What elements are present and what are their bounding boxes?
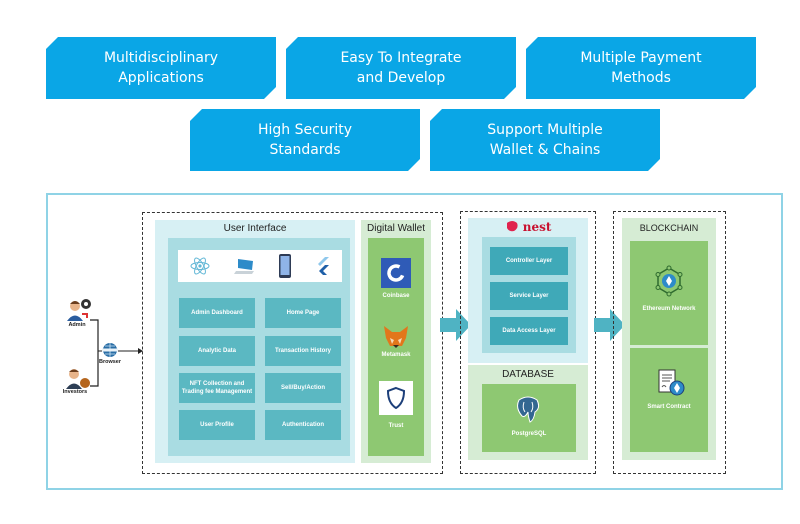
investors-label: Investors <box>62 389 88 395</box>
module-home-page: Home Page <box>265 298 341 328</box>
module-analytic-data: Analytic Data <box>179 336 255 366</box>
postgresql-label: PostgreSQL <box>511 431 547 437</box>
actor-connector <box>90 319 143 387</box>
module-user-profile: User Profile <box>179 410 255 440</box>
coinbase-icon <box>381 258 411 288</box>
feature-line: Multidisciplinary <box>103 50 219 66</box>
flutter-icon <box>317 257 329 275</box>
tech-stack-strip <box>178 250 342 282</box>
architecture-frame <box>46 193 783 490</box>
admin-label: Admin <box>68 322 86 328</box>
feature-line: Methods <box>611 70 671 86</box>
service-layer: Service Layer <box>490 282 568 310</box>
ethereum-network-icon <box>655 265 683 297</box>
browser-globe-icon <box>102 343 118 357</box>
feature-easy-integrate: Easy To Integrate and Develop <box>286 37 516 99</box>
ethereum-network-label: Ethereum Network <box>642 306 696 312</box>
metamask-icon <box>381 322 411 352</box>
feature-high-security: High Security Standards <box>190 109 420 171</box>
controller-layer: Controller Layer <box>490 247 568 275</box>
nest-label: nest <box>522 220 552 234</box>
flow-arrow-icon <box>440 309 471 341</box>
admin-icon <box>67 299 91 321</box>
feature-payment-methods: Multiple Payment Methods <box>526 37 756 99</box>
feature-line: Support Multiple <box>487 122 603 138</box>
postgresql-icon <box>517 396 540 423</box>
blockchain-title: BLOCKCHAIN <box>639 223 699 233</box>
nest-title: nest <box>468 220 588 234</box>
module-sell-buy-action: Sell/Buy/Action <box>265 373 341 403</box>
smart-contract-card <box>630 348 708 452</box>
module-transaction-history: Transaction History <box>265 336 341 366</box>
desktop-icon <box>233 259 254 274</box>
feature-line: Standards <box>269 142 341 158</box>
feature-line: Applications <box>118 70 204 86</box>
feature-multi-wallet: Support Multiple Wallet & Chains <box>430 109 660 171</box>
module-admin-dashboard: Admin Dashboard <box>179 298 255 328</box>
smart-contract-label: Smart Contract <box>647 404 691 410</box>
feature-line: Wallet & Chains <box>489 142 601 158</box>
module-authentication: Authentication <box>265 410 341 440</box>
browser-label: Browser <box>98 359 121 365</box>
database-title: DATABASE <box>502 369 554 380</box>
flow-arrow-icon <box>594 309 625 341</box>
user-interface-title: User Interface <box>223 223 287 234</box>
trust-wallet-icon <box>379 381 413 415</box>
metamask-label: Metamask <box>381 352 411 358</box>
trust-label: Trust <box>388 423 404 429</box>
digital-wallet-title: Digital Wallet <box>367 223 425 234</box>
smart-contract-icon <box>658 369 685 396</box>
feature-multidisciplinary: Multidisciplinary Applications <box>46 37 276 99</box>
nest-logo-icon <box>506 221 518 232</box>
react-icon <box>190 257 210 275</box>
feature-line: and Develop <box>356 70 446 86</box>
mobile-icon <box>279 254 292 278</box>
feature-line: Multiple Payment <box>580 50 702 66</box>
investor-icon <box>66 369 90 389</box>
feature-line: Easy To Integrate <box>340 50 462 66</box>
backend-container <box>460 211 596 474</box>
module-nft-collection: NFT Collection and Trading fee Managemen… <box>179 373 255 403</box>
coinbase-label: Coinbase <box>382 293 410 299</box>
feature-line: High Security <box>257 122 353 138</box>
data-access-layer: Data Access Layer <box>490 317 568 345</box>
frontend-container <box>142 212 443 474</box>
blockchain-container <box>613 211 726 474</box>
